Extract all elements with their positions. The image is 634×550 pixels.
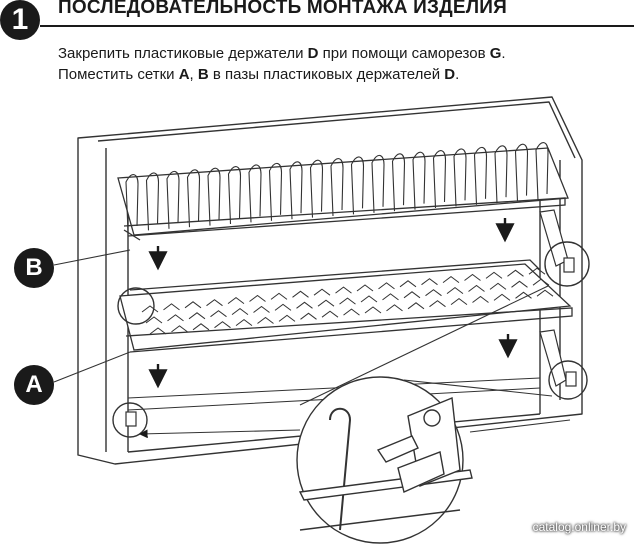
instruction-line-2: Поместить сетки A, B в пазы пластиковых …: [58, 66, 459, 83]
instruction-text: .: [501, 45, 506, 62]
instruction-text: при помощи саморезов: [318, 45, 490, 62]
step-number-badge: 1: [0, 0, 40, 40]
title-underline: [40, 25, 634, 27]
rack-a-lower: [119, 259, 573, 353]
callout-label: A: [25, 371, 43, 398]
part-letter-d: D: [444, 66, 456, 83]
part-letter-d: D: [307, 45, 319, 62]
leader-lines: [53, 249, 571, 439]
instruction-text: Закрепить пластиковые держатели: [58, 45, 308, 62]
instruction-text: в пазы пластиковых держателей: [208, 66, 445, 83]
magnified-detail: [296, 376, 473, 544]
page-title: ПОСЛЕДОВАТЕЛЬНОСТЬ МОНТАЖА ИЗДЕЛИЯ: [58, 0, 507, 18]
instruction-text: ,: [189, 66, 198, 83]
holder-clips-d: [125, 209, 577, 427]
callout-b: B: [14, 248, 54, 288]
callout-label: B: [25, 254, 43, 281]
instruction-line-1: Закрепить пластиковые держатели D при по…: [58, 45, 506, 62]
instruction-text: Поместить сетки: [58, 66, 179, 83]
watermark: catalog.onliner.by: [532, 520, 626, 534]
detail-circles: [112, 241, 590, 438]
step-number: 1: [11, 3, 29, 36]
insert-arrows: [148, 218, 518, 389]
part-letter-a: A: [178, 66, 190, 83]
callout-a: A: [14, 365, 54, 405]
part-letter-b: B: [197, 66, 209, 83]
cabinet-back-edge: [97, 101, 576, 159]
rack-b-upper: [117, 142, 569, 241]
part-letter-g: G: [489, 45, 502, 62]
instruction-text: .: [455, 66, 460, 83]
